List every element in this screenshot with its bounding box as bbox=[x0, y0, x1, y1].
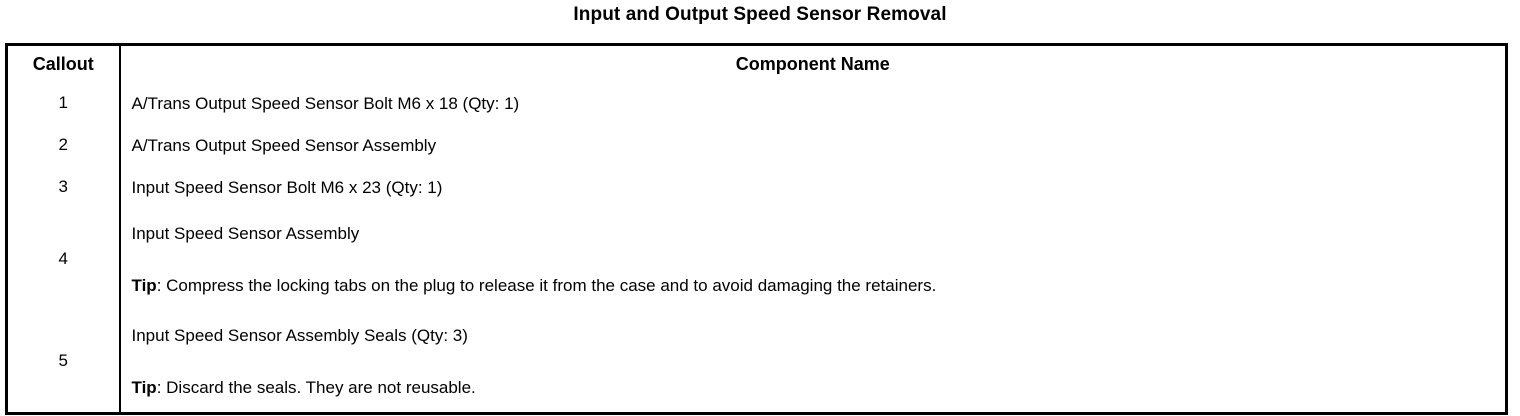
table-row: 4 Input Speed Sensor Assembly Tip: Compr… bbox=[6, 208, 1507, 310]
component-name-text: A/Trans Output Speed Sensor Assembly bbox=[131, 135, 437, 155]
page-title: Input and Output Speed Sensor Removal bbox=[573, 4, 947, 25]
tip-text: : Discard the seals. They are not reusab… bbox=[156, 377, 476, 397]
table-row: 1 A/Trans Output Speed Sensor Bolt M6 x … bbox=[6, 82, 1507, 124]
callout-number: 1 bbox=[6, 82, 121, 124]
column-header-callout: Callout bbox=[6, 44, 121, 82]
column-header-component-name: Component Name bbox=[735, 53, 890, 74]
callout-number: 3 bbox=[6, 166, 121, 208]
component-name-text: A/Trans Output Speed Sensor Bolt M6 x 18… bbox=[131, 93, 520, 113]
table-header-row: Callout Component Name bbox=[6, 44, 1507, 82]
component-name-cell: Input Speed Sensor Assembly Seals (Qty: … bbox=[120, 310, 1507, 414]
tip-text: : Compress the locking tabs on the plug … bbox=[156, 275, 937, 295]
component-name-cell: Input Speed Sensor Bolt M6 x 23 (Qty: 1) bbox=[120, 166, 1507, 208]
component-name-text: Input Speed Sensor Assembly bbox=[131, 223, 360, 243]
component-tip-note: Tip: Compress the locking tabs on the pl… bbox=[132, 245, 1498, 297]
table-row: 2 A/Trans Output Speed Sensor Assembly bbox=[6, 124, 1507, 166]
callout-number: 4 bbox=[6, 208, 121, 310]
tip-label: Tip bbox=[131, 377, 157, 397]
table-row: 3 Input Speed Sensor Bolt M6 x 23 (Qty: … bbox=[6, 166, 1507, 208]
callout-number: 2 bbox=[6, 124, 121, 166]
table-header: Callout Component Name bbox=[6, 44, 1507, 82]
table-body: 1 A/Trans Output Speed Sensor Bolt M6 x … bbox=[6, 82, 1507, 414]
tip-label: Tip bbox=[131, 275, 157, 295]
component-name-cell: Input Speed Sensor Assembly Tip: Compres… bbox=[120, 208, 1507, 310]
callout-number: 5 bbox=[6, 310, 121, 414]
component-name-cell: A/Trans Output Speed Sensor Bolt M6 x 18… bbox=[120, 82, 1507, 124]
component-tip-note: Tip: Discard the seals. They are not reu… bbox=[132, 347, 1498, 399]
component-name-text: Input Speed Sensor Assembly Seals (Qty: … bbox=[131, 325, 468, 345]
component-parts-table: Callout Component Name 1 A/Trans Output … bbox=[5, 43, 1508, 415]
component-name-text: Input Speed Sensor Bolt M6 x 23 (Qty: 1) bbox=[131, 177, 443, 197]
component-name-cell: A/Trans Output Speed Sensor Assembly bbox=[120, 124, 1507, 166]
table-row: 5 Input Speed Sensor Assembly Seals (Qty… bbox=[6, 310, 1507, 414]
